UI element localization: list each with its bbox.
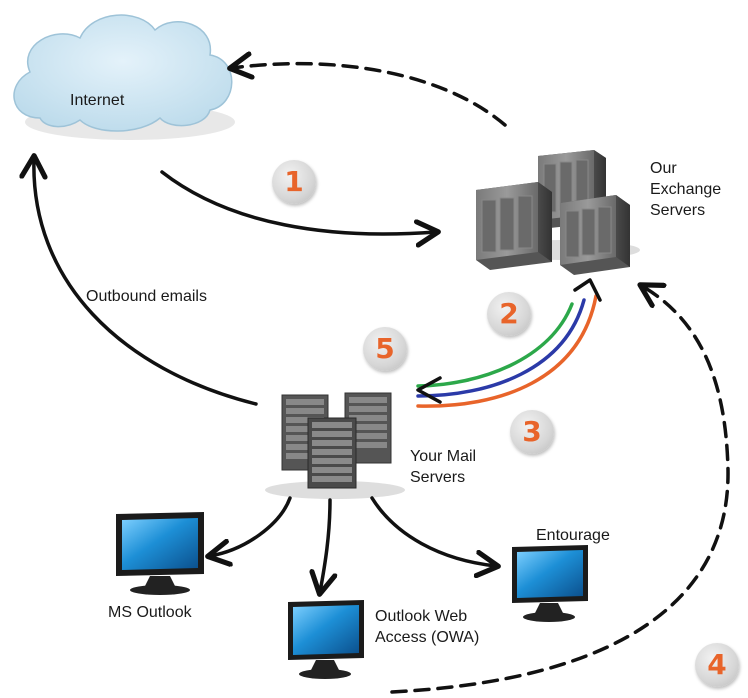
owa-label: Outlook Web Access (OWA) [375, 608, 480, 646]
arrow-internet-to-exchange [160, 170, 436, 234]
arrow-to-ms-outlook [210, 496, 292, 556]
arrow-to-owa [320, 498, 330, 592]
step-2-badge: 2 [487, 292, 531, 336]
cloud-icon [13, 14, 235, 140]
ms-outlook-label: MS Outlook [108, 604, 192, 621]
exchange-servers-label: Our Exchange Servers [650, 160, 722, 219]
monitor-icon [116, 512, 204, 595]
monitor-icon [288, 600, 364, 679]
step-5-badge: 5 [363, 327, 407, 371]
step-4-badge: 4 [695, 643, 739, 687]
outbound-emails-label: Outbound emails [86, 288, 207, 305]
sync-arcs [416, 278, 602, 408]
step-3-badge: 3 [510, 410, 554, 454]
arrow-exchange-to-internet [232, 64, 507, 127]
arrow-head-to-exchange [573, 278, 602, 302]
arrow-to-entourage [370, 496, 496, 566]
internet-label: Internet [70, 92, 125, 109]
your-mail-servers-label: Your Mail Servers [410, 448, 477, 486]
step-1-badge: 1 [272, 160, 316, 204]
arrow-outbound-emails [34, 158, 258, 406]
arrow-clients-to-exchange [390, 286, 730, 694]
entourage-label: Entourage [536, 527, 610, 544]
server-rack-icon [476, 150, 640, 275]
mail-server-icon [265, 392, 405, 499]
arrow-head-to-mail-servers [416, 376, 442, 404]
monitor-icon [512, 545, 588, 622]
